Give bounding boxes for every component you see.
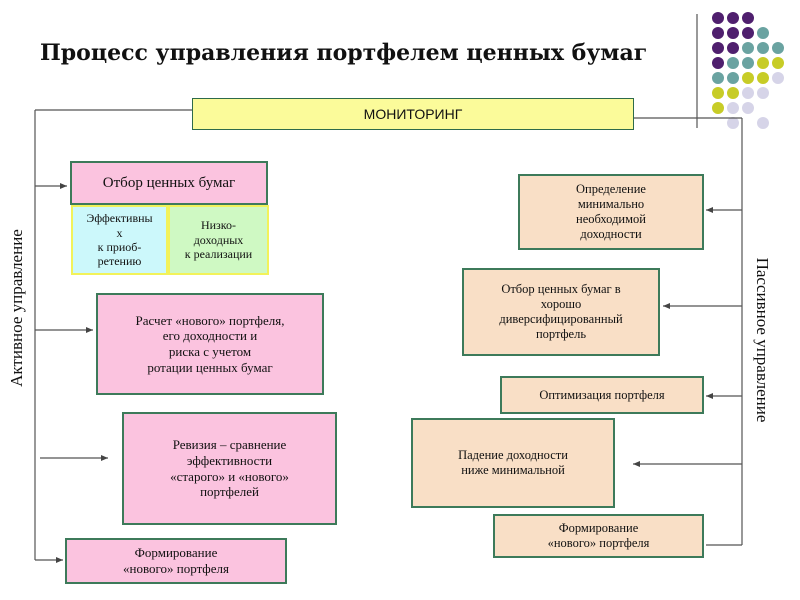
low-yield-line: Низко- (200, 218, 237, 233)
decorative-dot (727, 117, 739, 129)
decorative-dot (757, 57, 769, 69)
diversified-selection-box: Отбор ценных бумаг в хорошо диверсифицир… (462, 268, 660, 356)
decorative-dot (742, 72, 754, 84)
min-yield-line: доходности (580, 227, 642, 241)
decorative-dot (742, 87, 754, 99)
decorative-dot (712, 12, 724, 24)
page-title: Процесс управления портфелем ценных бума… (40, 40, 648, 66)
effective-line: к приоб- (97, 240, 142, 254)
effective-line: ретению (97, 254, 142, 269)
effective-line: х (116, 225, 123, 240)
securities-selection-box: Отбор ценных бумаг (70, 161, 268, 205)
active-forming-line: Формирование (134, 545, 218, 561)
decorative-dot (772, 72, 784, 84)
decorative-dot (742, 42, 754, 54)
active-management-label: Активное управление (7, 229, 27, 387)
passive-forming-line: «нового» портфеля (547, 536, 650, 550)
decorative-dot (742, 12, 754, 24)
decorative-dot (742, 27, 754, 39)
decorative-dot (712, 27, 724, 39)
decorative-dot (712, 72, 724, 84)
revision-line: портфелей (200, 484, 259, 500)
decorative-dot (727, 102, 739, 114)
optimization-label: Оптимизация портфеля (539, 387, 665, 402)
calc-line: ротации ценных бумаг (147, 359, 273, 375)
low-yield-line: к реализации (184, 247, 253, 262)
diversified-line: хорошо (540, 297, 582, 311)
yield-drop-line: ниже минимальной (461, 463, 565, 477)
decorative-dot (772, 42, 784, 54)
effective-line: Эффективны (86, 211, 153, 226)
decorative-dot (712, 57, 724, 69)
decorative-dot (727, 42, 739, 54)
active-management-text: Активное управление (7, 229, 26, 387)
decorative-dot (742, 102, 754, 114)
monitoring-box: МОНИТОРИНГ (192, 98, 634, 130)
passive-management-label: Пассивное управление (752, 258, 772, 423)
decorative-dot (772, 57, 784, 69)
decorative-dot (727, 87, 739, 99)
securities-selection-label: Отбор ценных бумаг (102, 175, 236, 191)
decorative-dot (757, 72, 769, 84)
revision-box: Ревизия – сравнение эффективности «старо… (122, 412, 337, 525)
portfolio-optimization-box: Оптимизация портфеля (500, 376, 704, 414)
decorative-dot (757, 87, 769, 99)
calc-line: его доходности и (162, 328, 258, 344)
decorative-dot (712, 102, 724, 114)
calc-line: Расчет «нового» портфеля, (135, 312, 285, 328)
decorative-dot (727, 72, 739, 84)
yield-drop-line: Падение доходности (458, 448, 568, 462)
decorative-dot (757, 117, 769, 129)
min-yield-line: необходимой (576, 212, 646, 226)
passive-management-text: Пассивное управление (753, 257, 772, 423)
monitoring-label: МОНИТОРИНГ (363, 105, 463, 122)
revision-line: эффективности (186, 452, 273, 468)
low-yield-securities-box: Низко- доходных к реализации (168, 205, 269, 275)
passive-forming-line: Формирование (558, 521, 639, 535)
yield-drop-box: Падение доходности ниже минимальной (411, 418, 615, 508)
diversified-line: диверсифицированный (499, 312, 623, 326)
decorative-dot (742, 57, 754, 69)
calc-line: риска с учетом (168, 344, 252, 359)
low-yield-line: доходных (193, 232, 244, 247)
decorative-dot (757, 27, 769, 39)
min-yield-line: Определение (576, 182, 646, 196)
decorative-dot (712, 42, 724, 54)
active-new-portfolio-forming-box: Формирование «нового» портфеля (65, 538, 287, 584)
decorative-dot (727, 57, 739, 69)
effective-securities-box: Эффективны х к приоб- ретению (71, 205, 168, 275)
diversified-line: портфель (535, 327, 587, 341)
active-forming-line: «нового» портфеля (123, 561, 229, 576)
minimum-yield-box: Определение минимально необходимой доход… (518, 174, 704, 250)
decorative-dot (712, 87, 724, 99)
new-portfolio-calculation-box: Расчет «нового» портфеля, его доходности… (96, 293, 324, 395)
min-yield-line: минимально (577, 197, 645, 211)
decorative-dot (727, 27, 739, 39)
revision-line: «старого» и «нового» (170, 468, 289, 484)
passive-new-portfolio-forming-box: Формирование «нового» портфеля (493, 514, 704, 558)
decorative-dot (757, 42, 769, 54)
diversified-line: Отбор ценных бумаг в (501, 282, 621, 296)
revision-line: Ревизия – сравнение (172, 437, 287, 453)
decorative-dot (727, 12, 739, 24)
